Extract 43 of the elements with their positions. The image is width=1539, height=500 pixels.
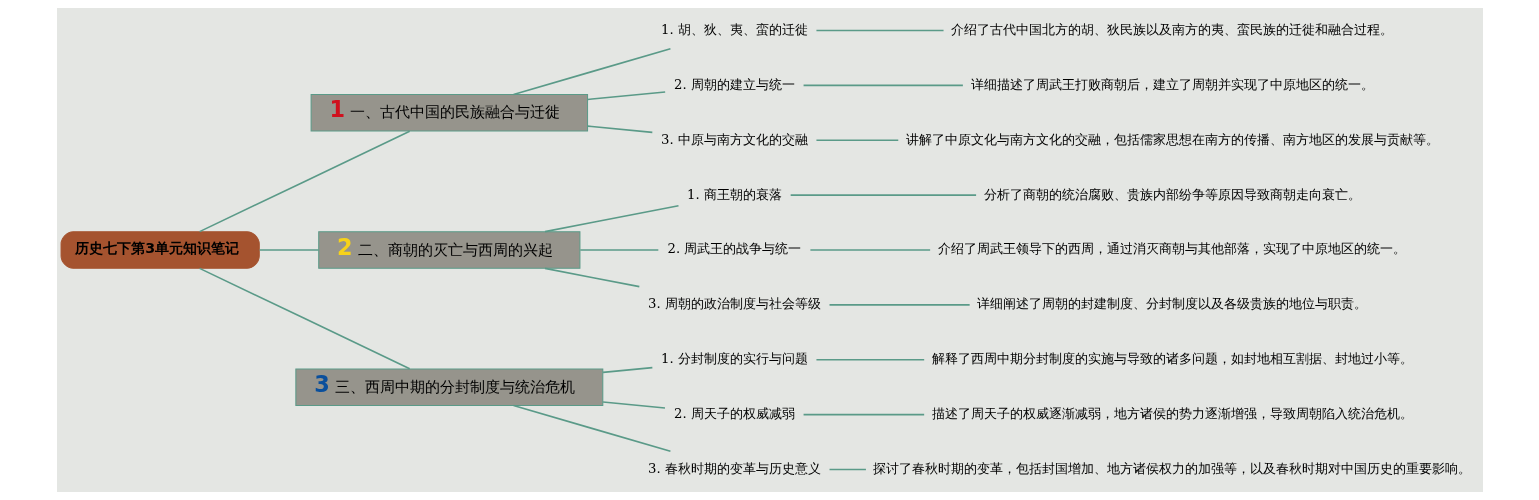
node-text: 2. 周朝的建立与统一 <box>673 76 795 92</box>
connector <box>258 249 319 251</box>
node-text: 讲解了中原文化与南方文化的交融，包括儒家思想在南方的传播、南方地区的发展与贡献等。 <box>905 131 1439 147</box>
connector <box>828 304 970 306</box>
connector <box>543 267 640 288</box>
connector <box>815 29 944 32</box>
connector <box>789 194 977 196</box>
connector <box>198 130 410 233</box>
connector <box>815 139 899 142</box>
connector <box>198 267 410 370</box>
node-text: 分析了商朝的统治腐败、贵族内部纷争等原因导致商朝走向衰亡。 <box>983 186 1361 202</box>
node-text: 1. 胡、狄、夷、蛮的迁徙 <box>660 21 808 37</box>
node-text: 2. 周武王的战争与统一 <box>667 241 801 257</box>
node-text: 描述了周天子的权威逐渐减弱，地方诸侯的势力逐渐增强，导致周朝陷入统治危机。 <box>931 406 1413 422</box>
node-text: 1. 商王朝的衰落 <box>686 186 782 202</box>
node-text: 3. 周朝的政治制度与社会等级 <box>647 296 821 312</box>
node-text: 详细描述了周武王打败商朝后，建立了周朝并实现了中原地区的统一。 <box>970 76 1374 92</box>
node-text: 解释了西周中期分封制度的实施与导致的诸多问题，如封地相互割据、封地过小等。 <box>931 351 1413 367</box>
connector <box>815 358 925 361</box>
node-text: 探讨了春秋时期的变革，包括封国增加、地方诸侯权力的加强等，以及春秋时期对中国历史的重要影响。 <box>872 461 1471 476</box>
node-text: 详细阐述了周朝的封建制度、分封制度以及各级贵族的地位与职责。 <box>976 296 1367 312</box>
connector <box>578 249 659 251</box>
connector <box>586 91 666 101</box>
node-text: 3. 中原与南方文化的交融 <box>660 131 808 147</box>
node-text: 介绍了周武王领导下的西周，通过消灭商朝与其他部落，实现了中原地区的统一。 <box>937 241 1406 257</box>
node-box: 1 一、古代中国的民族融合与迁徙 <box>310 93 588 132</box>
node-text: 1. 分封制度的实行与问题 <box>660 351 808 367</box>
connector <box>809 249 931 251</box>
node-box: 2 二、商朝的灭亡与西周的兴起 <box>317 231 580 269</box>
connector <box>802 413 925 416</box>
connector <box>512 404 671 453</box>
connector <box>512 47 671 96</box>
node-text: 介绍了古代中国北方的胡、狄民族以及南方的夷、蛮民族的迁徙和融合过程。 <box>950 21 1393 37</box>
node-box: 历史七下第3单元知识笔记 <box>60 231 260 269</box>
node-text: 2. 周天子的权威减弱 <box>673 406 795 422</box>
node-text: 3. 春秋时期的变革与历史意义 <box>647 461 821 476</box>
connector <box>828 468 867 471</box>
connector <box>543 204 679 233</box>
connector <box>586 125 653 134</box>
connector <box>802 84 964 87</box>
connector <box>601 366 653 374</box>
connector <box>601 401 666 409</box>
node-box: 3 三、西周中期的分封制度与统治危机 <box>294 368 603 406</box>
